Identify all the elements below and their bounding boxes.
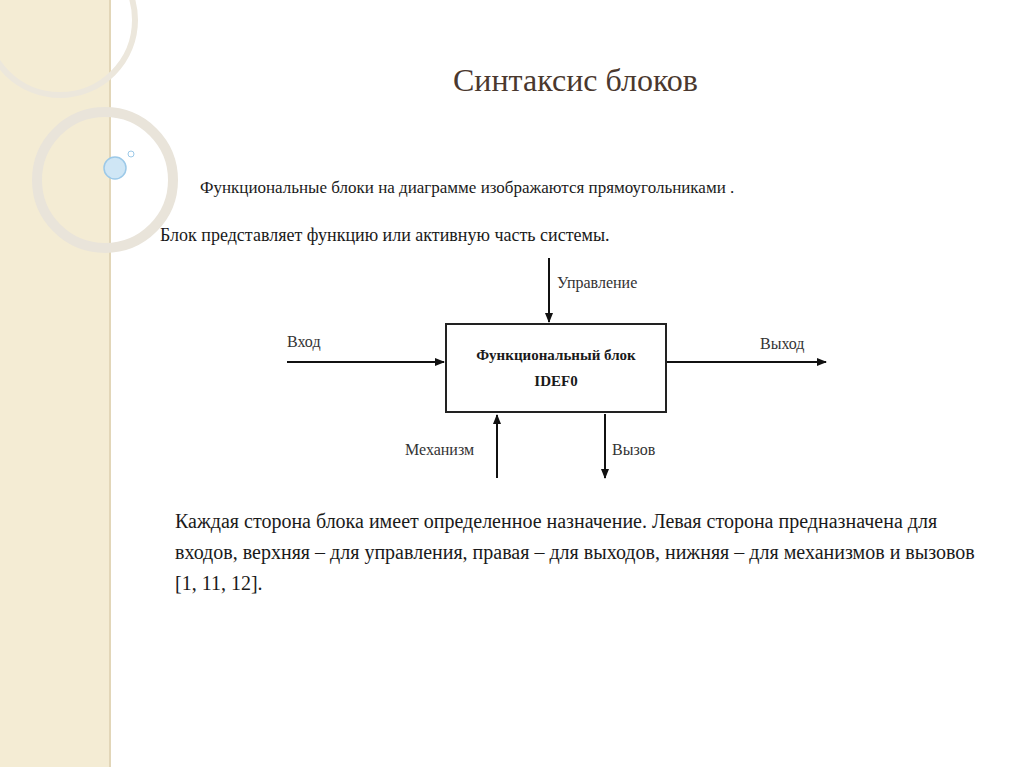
input-arrow	[287, 361, 444, 363]
arrow-label: Выход	[760, 335, 805, 353]
arrow-label: Вход	[287, 333, 321, 351]
output-arrow	[667, 361, 826, 363]
block-label: Функциональный блок IDEF0	[451, 338, 661, 399]
arrow-label: Управление	[557, 274, 637, 292]
control-arrow	[548, 258, 550, 322]
deco-bubble	[104, 157, 126, 179]
deco-ring	[0, 0, 135, 95]
call-arrow	[604, 414, 606, 478]
slide-title: Синтаксис блоков	[453, 62, 698, 99]
arrow-label: Вызов	[612, 441, 655, 459]
function-block: Функциональный блок IDEF0	[445, 323, 667, 413]
intro-line: Функциональные блоки на диаграмме изобра…	[200, 178, 734, 198]
block-text-wrap: Функциональный блок IDEF0	[451, 338, 661, 399]
description-paragraph: Каждая сторона блока имеет определенное …	[175, 506, 990, 599]
arrow-label: Механизм	[405, 441, 474, 459]
intro-line: Блок представляет функцию или активную ч…	[160, 225, 610, 246]
mechanism-arrow	[496, 415, 498, 478]
deco-bubble	[128, 151, 134, 157]
deco-ring	[37, 112, 173, 248]
